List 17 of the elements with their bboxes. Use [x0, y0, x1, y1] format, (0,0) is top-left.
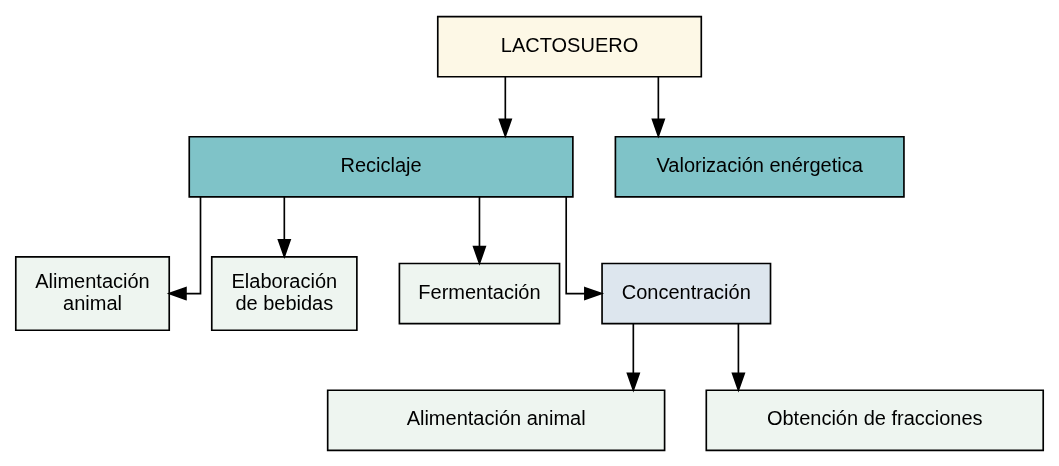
arrow — [472, 195, 487, 266]
arrow — [498, 75, 513, 139]
node-box: LACTOSUERO — [436, 15, 703, 78]
node-box: Obtención de fracciones — [705, 388, 1045, 451]
node-box: Alimentación animal — [326, 388, 666, 451]
arrow — [277, 195, 292, 259]
arrow — [166, 195, 202, 301]
node-box: Alimentación animal — [14, 255, 171, 331]
node-box: Fermentación — [398, 262, 561, 324]
arrow — [651, 75, 666, 139]
node-box: Valorización enérgetica — [614, 135, 905, 198]
node-box: Concentración — [601, 262, 772, 324]
node-box: Reciclaje — [188, 135, 574, 198]
arrow — [565, 195, 605, 301]
arrow — [626, 322, 641, 393]
arrow — [731, 322, 746, 393]
node-box: Elaboración de bebidas — [210, 255, 358, 331]
